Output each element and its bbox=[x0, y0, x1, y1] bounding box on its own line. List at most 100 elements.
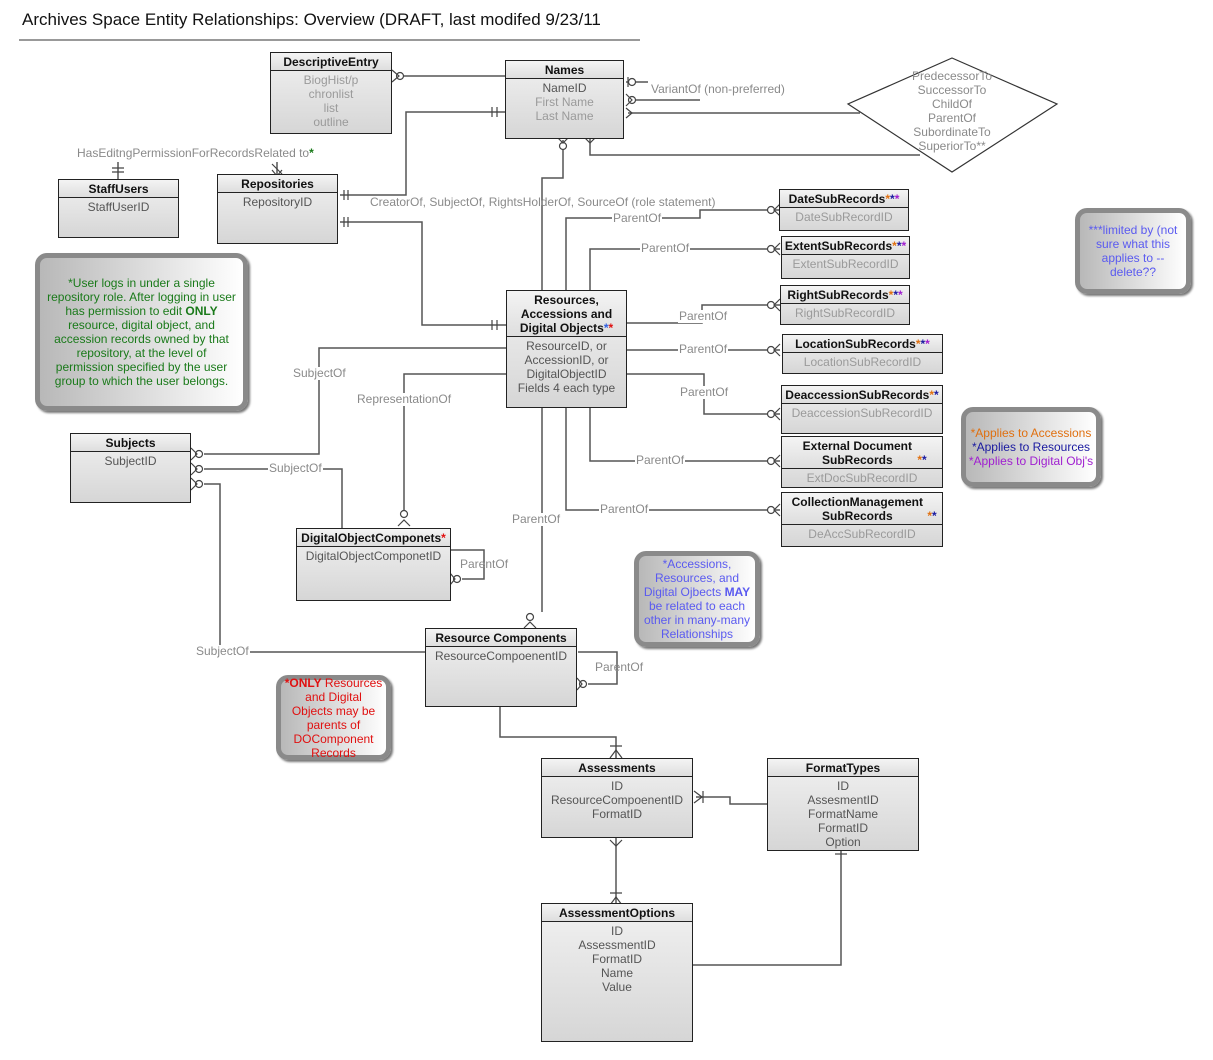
label-parent-of: ParentOf bbox=[511, 512, 562, 526]
star-marker: * bbox=[441, 531, 446, 545]
entity-resources-accessions-digital-objects[interactable]: Resources, Accessions and Digital Object… bbox=[506, 290, 627, 408]
entity-subjects[interactable]: Subjects SubjectID bbox=[70, 433, 191, 503]
label-parent-of: ParentOf bbox=[635, 453, 686, 467]
field: ResourceCompoenentID bbox=[550, 793, 684, 807]
field: ExtDocSubRecordID bbox=[806, 471, 918, 485]
entity-extent-subrecords[interactable]: ExtentSubRecords*** ExtentSubRecordID bbox=[781, 236, 910, 279]
label-parent-of: ParentOf bbox=[640, 241, 691, 255]
field: DigitalObjectID bbox=[526, 367, 607, 381]
field: list bbox=[323, 101, 339, 115]
entity-title: External Document SubRecords** bbox=[782, 437, 942, 469]
field: DeaccessionSubRecordID bbox=[791, 406, 933, 420]
entity-title: ExtentSubRecords*** bbox=[782, 237, 909, 255]
label-parent-of: ParentOf bbox=[678, 342, 729, 356]
note-user-login: *User logs in under a single repository … bbox=[35, 253, 248, 411]
entity-date-subrecords[interactable]: DateSubRecords*** DateSubRecordID bbox=[779, 189, 909, 231]
entity-title: StaffUsers bbox=[59, 180, 178, 198]
label-parent-of: ParentOf bbox=[679, 385, 730, 399]
field: DeAccSubRecordID bbox=[808, 527, 916, 541]
legend-accessions: *Applies to Accessions bbox=[970, 426, 1092, 440]
field: AccessionID, or bbox=[524, 353, 609, 367]
entity-staff-users[interactable]: StaffUsers StaffUserID bbox=[58, 179, 179, 238]
note-text: *Accessions, Resources, and Digital Ojbe… bbox=[643, 557, 740, 599]
page-title: Archives Space Entity Relationships: Ove… bbox=[22, 10, 601, 29]
star-marker: * bbox=[309, 146, 314, 160]
field: Value bbox=[602, 980, 632, 994]
entity-deaccession-subrecords[interactable]: DeaccessionSubRecords** DeaccessionSubRe… bbox=[781, 385, 943, 434]
entity-names[interactable]: Names NameID First Name Last Name bbox=[505, 60, 624, 139]
field: Name bbox=[600, 966, 633, 980]
entity-title: Resource Components bbox=[426, 629, 576, 647]
label-has-editing-permission: HasEditngPermissionForRecordsRelated to* bbox=[76, 147, 315, 160]
entity-title: FormatTypes bbox=[768, 759, 918, 777]
entity-title-text: DigitalObjectComponets bbox=[301, 531, 442, 545]
label-parent-of: ParentOf bbox=[612, 211, 663, 225]
label-subject-of: SubjectOf bbox=[292, 366, 347, 380]
entity-title: Subjects bbox=[71, 434, 190, 452]
entity-title-text: Resources, Accessions and Digital Object… bbox=[519, 293, 613, 335]
entity-title: DeaccessionSubRecords** bbox=[782, 386, 942, 404]
entity-title: AssessmentOptions bbox=[542, 904, 692, 922]
field: ID bbox=[611, 924, 623, 938]
field: StaffUserID bbox=[87, 200, 150, 214]
entity-title: LocationSubRecords*** bbox=[783, 335, 942, 353]
field: First Name bbox=[535, 95, 594, 109]
entity-title: DateSubRecords*** bbox=[780, 190, 908, 208]
field: AssesmentID bbox=[807, 793, 879, 807]
field: FormatID bbox=[817, 821, 868, 835]
field: LocationSubRecordID bbox=[803, 355, 922, 369]
label-text: HasEditngPermissionForRecordsRelated to bbox=[77, 146, 310, 160]
note-may-relate: *Accessions, Resources, and Digital Ojbe… bbox=[634, 551, 760, 647]
label-parent-of: ParentOf bbox=[460, 557, 509, 571]
name-relations-diamond bbox=[846, 57, 1059, 173]
entity-collection-management-subrecords[interactable]: CollectionManagement SubRecords** DeAccS… bbox=[781, 492, 943, 547]
entity-title: Resources, Accessions and Digital Object… bbox=[507, 291, 626, 337]
note-text: Resources and Digital Objects may be par… bbox=[291, 675, 383, 760]
entity-title-text: External Document SubRecords bbox=[802, 439, 912, 467]
entity-digital-object-components[interactable]: DigitalObjectComponets* DigitalObjectCom… bbox=[296, 528, 451, 601]
field: DateSubRecordID bbox=[795, 210, 893, 224]
legend-resources: *Applies to Resources bbox=[971, 440, 1091, 454]
star-marker: * bbox=[608, 321, 614, 335]
entity-title: Assessments bbox=[542, 759, 692, 777]
name-relations-list: PredecessorTo SuccessorTo ChildOf Parent… bbox=[892, 69, 1012, 153]
field: ID bbox=[611, 779, 623, 793]
entity-descriptive-entry[interactable]: DescriptiveEntry BiogHist/p chronlist li… bbox=[270, 52, 392, 134]
entity-assessments[interactable]: Assessments ID ResourceCompoenentID Form… bbox=[541, 758, 693, 838]
field: BiogHist/p bbox=[303, 73, 359, 87]
note-emphasis: *ONLY bbox=[284, 675, 322, 690]
relation-item: SuperiorTo** bbox=[918, 139, 986, 153]
entity-title-text: ExtentSubRecords bbox=[784, 239, 893, 253]
label-variant-of: VariantOf (non-preferred) bbox=[650, 82, 786, 96]
note-text: *User logs in under a single repository … bbox=[47, 276, 236, 318]
field: ExtentSubRecordID bbox=[792, 257, 899, 271]
field: Fields 4 each type bbox=[517, 381, 616, 395]
entity-repositories[interactable]: Repositories RepositoryID bbox=[217, 174, 338, 244]
note-text: resource, digital object, and accession … bbox=[54, 318, 229, 388]
entity-external-document-subrecords[interactable]: External Document SubRecords** ExtDocSub… bbox=[781, 436, 943, 488]
field: Last Name bbox=[535, 109, 594, 123]
label-creator-of: CreatorOf, SubjectOf, RightsHolderOf, So… bbox=[370, 195, 716, 209]
entity-title: RightSubRecords*** bbox=[781, 286, 909, 304]
entity-assessment-options[interactable]: AssessmentOptions ID AssessmentID Format… bbox=[541, 903, 693, 1042]
entity-title: Names bbox=[506, 61, 623, 79]
note-text: be related to each other in many-many Re… bbox=[643, 599, 751, 641]
relation-item: ChildOf bbox=[931, 97, 972, 111]
note-emphasis: MAY bbox=[724, 585, 751, 599]
entity-title: DescriptiveEntry bbox=[271, 53, 391, 71]
entity-format-types[interactable]: FormatTypes ID AssesmentID FormatName Fo… bbox=[767, 758, 919, 851]
entity-right-subrecords[interactable]: RightSubRecords*** RightSubRecordID bbox=[780, 285, 910, 325]
label-parent-of: ParentOf bbox=[678, 309, 729, 323]
field: RepositoryID bbox=[242, 195, 313, 209]
entity-title: CollectionManagement SubRecords** bbox=[782, 493, 942, 525]
label-parent-of: ParentOf bbox=[595, 660, 644, 674]
label-subject-of: SubjectOf bbox=[268, 461, 323, 475]
entity-location-subrecords[interactable]: LocationSubRecords*** LocationSubRecordI… bbox=[782, 334, 943, 374]
field: ResourceCompoenentID bbox=[434, 649, 568, 663]
entity-resource-components[interactable]: Resource Components ResourceCompoenentID bbox=[425, 628, 577, 707]
field: FormatID bbox=[591, 952, 642, 966]
entity-title-text: DateSubRecords bbox=[788, 192, 886, 206]
entity-title-text: CollectionManagement SubRecords bbox=[791, 495, 923, 523]
label-subject-of: SubjectOf bbox=[195, 644, 250, 658]
field: outline bbox=[313, 115, 349, 129]
